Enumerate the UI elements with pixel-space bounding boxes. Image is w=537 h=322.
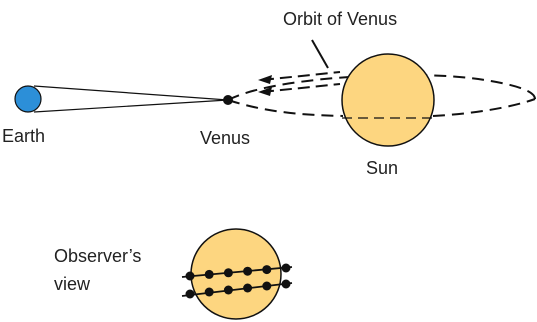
transit-dot <box>262 282 271 291</box>
transit-dot <box>186 290 195 299</box>
sightline-bottom <box>34 100 228 112</box>
transit-dot <box>243 267 252 276</box>
orbit-arrow-lines <box>262 72 340 92</box>
transit-dot <box>262 265 271 274</box>
sightline-top <box>34 86 228 100</box>
transit-dot <box>282 264 291 273</box>
transit-dot <box>205 288 214 297</box>
observer-label-line2: view <box>54 274 91 294</box>
venus-label: Venus <box>200 128 250 148</box>
earth-label: Earth <box>2 126 45 146</box>
transit-dot <box>282 280 291 289</box>
transit-dot <box>224 286 233 295</box>
transit-dot <box>224 268 233 277</box>
observer-label-line1: Observer’s <box>54 246 141 266</box>
transit-dot <box>243 284 252 293</box>
earth <box>15 86 41 112</box>
sun <box>342 54 434 146</box>
transit-dot <box>205 270 214 279</box>
venus <box>223 95 233 105</box>
transit-dot <box>186 272 195 281</box>
orbit-label: Orbit of Venus <box>283 9 397 29</box>
sun-label: Sun <box>366 158 398 178</box>
orbit-leader-line <box>312 40 328 68</box>
orbit-arrowhead-1 <box>258 75 272 84</box>
